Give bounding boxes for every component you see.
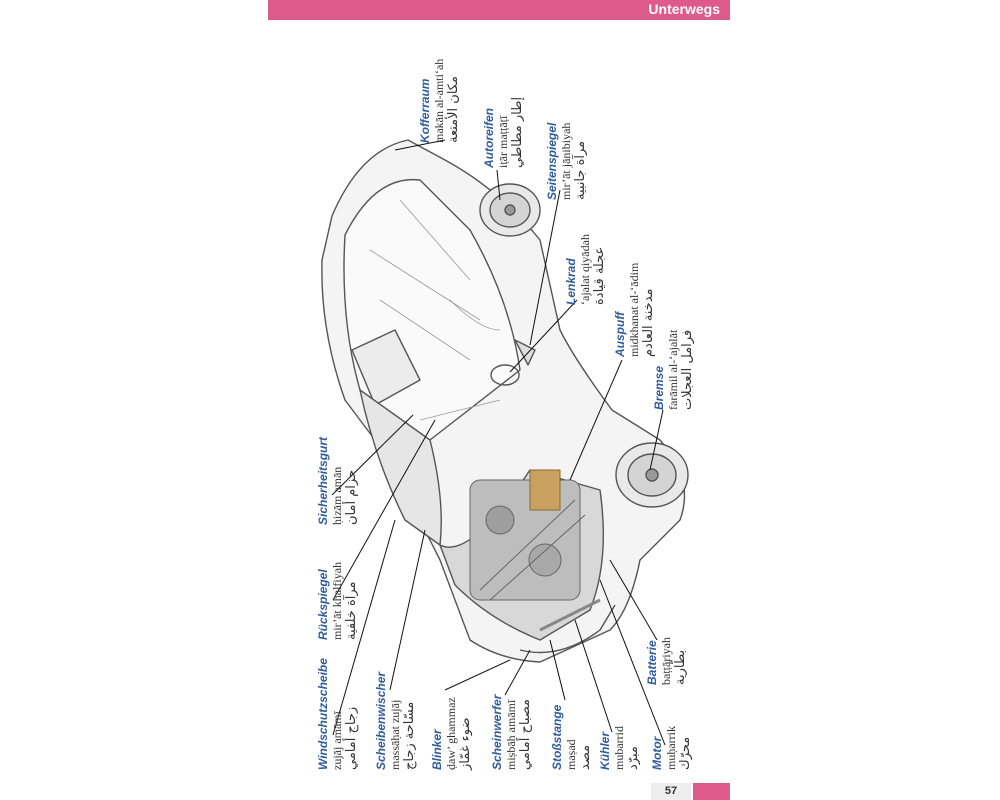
term-rueckspiegel: Rückspiegel [316,569,330,640]
arabic-bremse: فرامل العجلات [680,329,695,410]
translit-lenkrad: ‘ajalat qiyādah [578,234,592,305]
term-autoreifen: Autoreifen [482,108,496,168]
rear-wheel [479,183,541,237]
arabic-sicherheitsgurt: حزام أمان [344,469,359,525]
label-autoreifen: Autoreifen iṭār maṭṭāṭī إطار مطاطي [482,97,525,168]
page-number: 57 [651,783,691,800]
label-scheinwerfer: Scheinwerfer miṣbāḥ amāmī مصباح أمامي [490,695,533,770]
label-kuehler: Kühler mubarrid مبرّد [598,726,641,770]
footer-accent-bar [693,783,730,800]
page-header-bar: Unterwegs [268,0,730,20]
arabic-lenkrad: عجلة قيادة [592,246,607,305]
arabic-scheibenwischer: مسّاحة زجاج [402,701,417,770]
label-batterie: Batterie baṭṭāriyah بطّارية [645,637,688,685]
section-title: Unterwegs [648,1,720,17]
term-sicherheitsgurt: Sicherheitsgurt [316,436,330,525]
term-scheibenwischer: Scheibenwischer [374,671,388,770]
arabic-blinker: ضوء غمّاز [458,717,473,770]
term-bremse: Bremse [652,365,666,410]
term-blinker: Blinker [430,729,444,770]
arabic-kofferraum: مكان الأمتعة [446,76,461,143]
translit-autoreifen: iṭār maṭṭāṭī [496,115,510,168]
translit-sicherheitsgurt: ḥizām amān [330,466,344,525]
translit-bremse: farāmil al-‘ajalāt [666,329,680,410]
label-scheibenwischer: Scheibenwischer massāḥat zujāj مسّاحة زج… [374,672,417,770]
arabic-seitenspiegel: مرآة جانبية [573,140,588,200]
label-blinker: Blinker ḍaw’ ghammaz ضوء غمّاز [430,697,473,770]
label-motor: Motor muḥarrik محرّك [650,726,693,770]
arabic-stossstange: مصد [578,744,593,770]
translit-windschutzscheibe: zujāj amāmī [330,711,344,770]
term-kuehler: Kühler [598,731,612,770]
arabic-batterie: بطّارية [673,649,688,685]
arabic-scheinwerfer: مصباح أمامي [518,699,533,770]
translit-kuehler: mubarrid [612,726,626,770]
term-kofferraum: Kofferraum [418,78,432,143]
term-batterie: Batterie [645,640,659,685]
leader-lines [331,139,666,746]
car-sunroof [351,329,421,406]
arabic-autoreifen: إطار مطاطي [510,96,525,168]
car-side-mirror [514,339,536,366]
label-lenkrad: Lenkrad ‘ajalat qiyādah عجلة قيادة [564,234,607,305]
label-kofferraum: Kofferraum makān al-amti‘ah مكان الأمتعة [418,59,461,143]
translit-batterie: baṭṭāriyah [659,637,673,685]
term-auspuff: Auspuff [613,311,627,357]
front-wheel [615,442,689,508]
translit-rueckspiegel: mir’āt khalfiyah [330,561,344,640]
translit-auspuff: midkhanat al-‘ādim [627,262,641,357]
term-scheinwerfer: Scheinwerfer [490,694,504,770]
translit-kofferraum: makān al-amti‘ah [432,58,446,143]
translit-seitenspiegel: mir’āt jānibiyah [559,122,573,200]
translit-scheibenwischer: massāḥat zujāj [388,699,402,770]
label-seitenspiegel: Seitenspiegel mir’āt jānibiyah مرآة جانب… [545,123,588,200]
label-windschutzscheibe: Windschutzscheibe zujāj amāmī زجاج أمامي [316,658,359,770]
arabic-windschutzscheibe: زجاج أمامي [344,706,359,770]
translit-motor: muḥarrik [664,726,678,770]
translit-blinker: ḍaw’ ghammaz [444,697,458,770]
arabic-motor: محرّك [678,736,693,770]
car-grille [539,598,601,632]
label-rueckspiegel: Rückspiegel mir’āt khalfiyah مرآة خلفية [316,562,359,640]
term-windschutzscheibe: Windschutzscheibe [316,658,330,770]
term-motor: Motor [650,736,664,770]
car-windshield [359,389,442,546]
arabic-kuehler: مبرّد [626,746,641,770]
label-sicherheitsgurt: Sicherheitsgurt ḥizām amān حزام أمان [316,437,359,525]
label-bremse: Bremse farāmil al-‘ajalāt فرامل العجلات [652,330,695,410]
car-steering-wheel [490,364,520,386]
label-auspuff: Auspuff midkhanat al-‘ādim مدخنة العادم [613,263,656,357]
term-stossstange: Stoßstange [550,704,564,770]
term-lenkrad: Lenkrad [564,258,578,305]
translit-scheinwerfer: miṣbāḥ amāmī [504,699,518,770]
translit-stossstange: maṣad [564,739,578,770]
label-stossstange: Stoßstange maṣad مصد [550,705,593,770]
term-seitenspiegel: Seitenspiegel [545,122,559,200]
arabic-rueckspiegel: مرآة خلفية [344,581,359,641]
